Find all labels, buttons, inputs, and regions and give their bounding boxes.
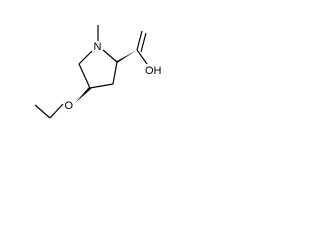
- ether-oxygen-label: O: [65, 100, 74, 112]
- wedge-bond-carboxyl: [117, 50, 137, 63]
- bond-ring-bottom: [89, 83, 114, 89]
- bond-ring-right: [112, 61, 118, 85]
- bond-ch2-ch3: [34, 104, 51, 119]
- bond-n-c-right: [102, 49, 118, 63]
- wedge-bond-ether: [75, 87, 91, 103]
- bond-c-o-double-2: [140, 32, 147, 53]
- bond-c-oh: [136, 49, 148, 65]
- structure-diagram: N OH O: [34, 25, 162, 119]
- bond-o-ch2: [49, 103, 64, 119]
- bond-c-o-double-1: [136, 30, 143, 51]
- hydroxyl-label: OH: [145, 65, 162, 77]
- bond-ring-left: [78, 63, 91, 89]
- nitrogen-label: N: [94, 41, 102, 53]
- bond-c-n-left: [78, 50, 93, 65]
